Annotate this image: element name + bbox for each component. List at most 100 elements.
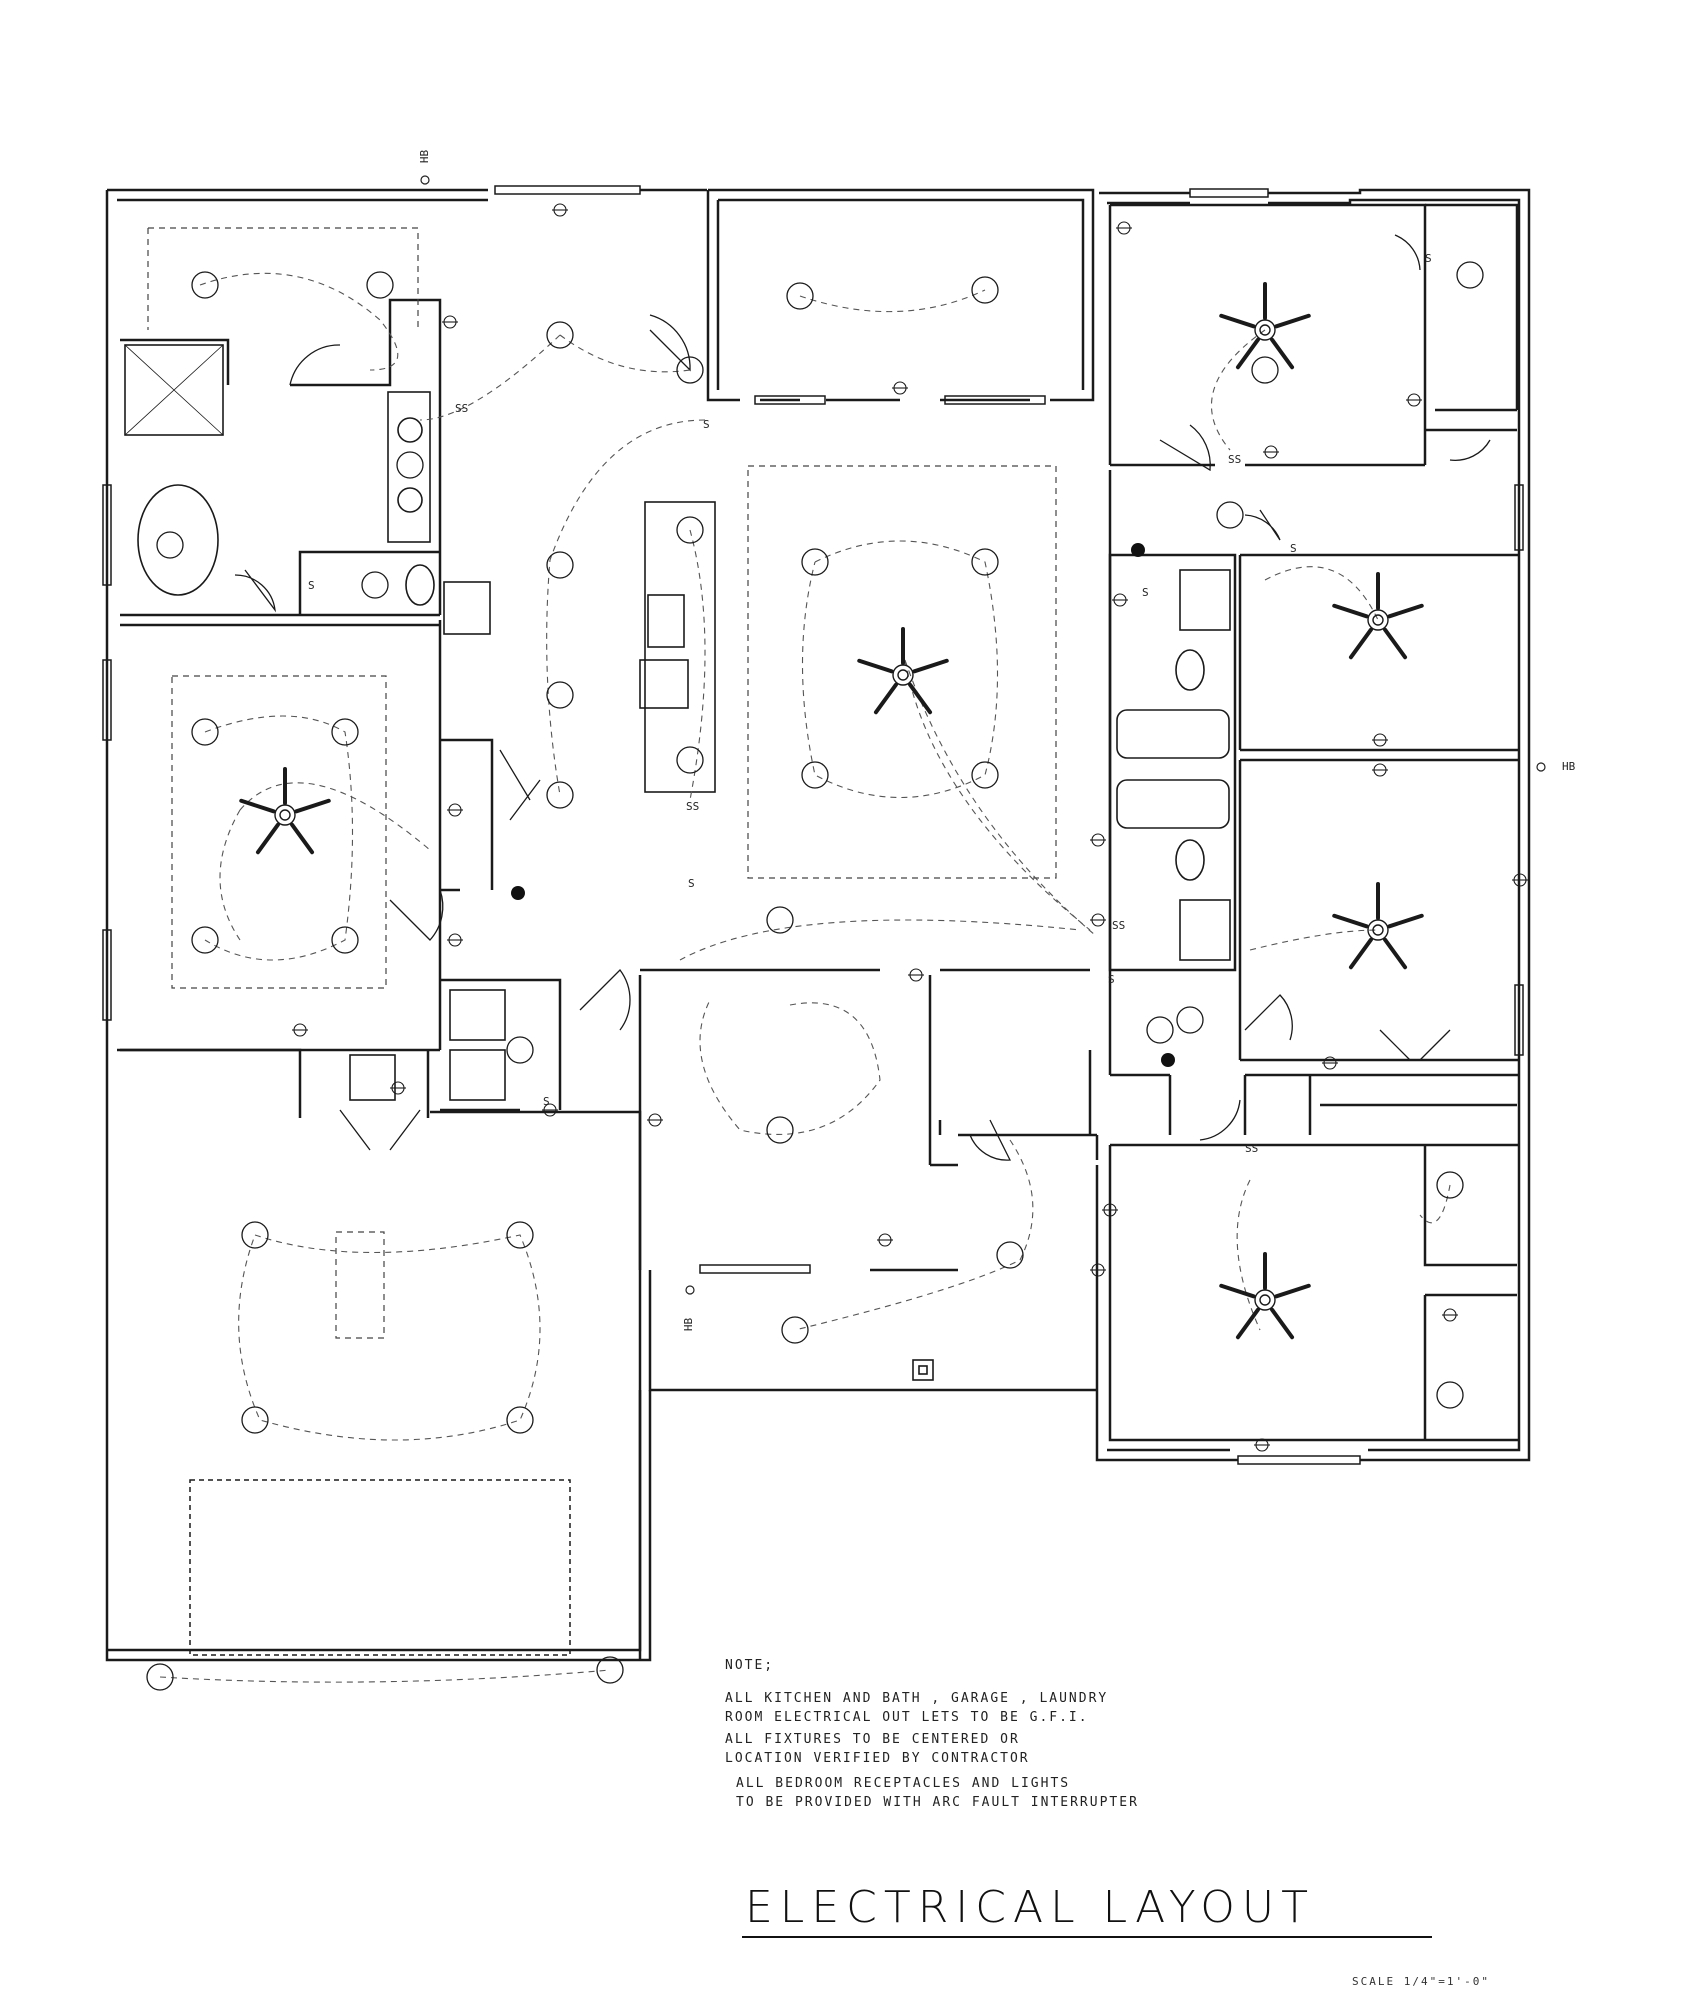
door-swing — [389, 889, 444, 941]
receptacle-icon — [390, 1081, 406, 1095]
door-swing — [1449, 439, 1491, 461]
light-fixture-icon — [676, 356, 704, 384]
toilet — [405, 564, 435, 606]
light-fixture-icon — [146, 1663, 174, 1691]
light-fixture-icon — [786, 282, 814, 310]
light-fixture-icon — [676, 746, 704, 774]
light-fixture-icon — [156, 531, 184, 559]
light-fixture-icon — [506, 1221, 534, 1249]
receptacle-icon — [1372, 733, 1388, 747]
kitchen-island — [644, 501, 716, 793]
scale-label: SCALE 1/4"=1'-0" — [1352, 1975, 1490, 1988]
door-swing — [1379, 1029, 1451, 1061]
window — [102, 929, 112, 1021]
pantry-walls — [440, 738, 494, 892]
door-swing — [339, 1109, 421, 1151]
door-swing — [1244, 994, 1293, 1041]
window — [102, 484, 112, 586]
bedroom3-walls — [1238, 553, 1519, 752]
master-tub — [137, 484, 219, 596]
range — [443, 581, 491, 635]
light-fixture-icon — [1436, 1171, 1464, 1199]
ceiling-fan-icon — [857, 627, 949, 715]
shower — [124, 344, 224, 436]
light-fixture-icon — [1146, 1016, 1174, 1044]
window — [754, 395, 826, 405]
light-fixture-icon — [781, 1316, 809, 1344]
bedroom5-walls — [1108, 1143, 1519, 1442]
light-fixture-icon — [996, 1241, 1024, 1269]
door-swing — [1159, 424, 1211, 472]
smoke-detector — [1161, 1053, 1175, 1067]
receptacle-icon — [442, 315, 458, 329]
wire — [679, 919, 1081, 961]
bedroom4-walls — [1238, 758, 1519, 1062]
light-fixture-icon — [546, 551, 574, 579]
wire — [238, 1234, 541, 1441]
receptacle-icon — [447, 803, 463, 817]
note-line: ALL KITCHEN AND BATH , GARAGE , LAUNDRY — [725, 1691, 1109, 1706]
dryer — [449, 1049, 506, 1101]
receptacle-icon — [1102, 1203, 1118, 1217]
tray-ceiling-living — [747, 465, 1057, 879]
switch-symbol: SS — [686, 800, 699, 813]
light-fixture-icon — [971, 276, 999, 304]
note-heading: NOTE; — [725, 1658, 775, 1673]
light-fixture-icon — [971, 761, 999, 789]
wire — [546, 419, 706, 796]
light-fixture-icon — [546, 321, 574, 349]
light-fixture-icon — [366, 271, 394, 299]
wire — [802, 540, 998, 799]
wire — [689, 529, 706, 801]
note-line: ALL BEDROOM RECEPTACLES AND LIGHTS — [736, 1776, 1071, 1791]
water-heater — [349, 1054, 396, 1101]
exterior-wall — [105, 188, 1531, 1662]
window — [1189, 188, 1269, 198]
wire — [794, 1139, 1034, 1331]
light-fixture-icon — [1456, 261, 1484, 289]
switch-symbol: S — [688, 877, 695, 890]
receptacle-icon — [1263, 445, 1279, 459]
receptacle-icon — [1406, 393, 1422, 407]
switch-symbol: SS — [1228, 453, 1241, 466]
attic-access — [335, 1231, 385, 1339]
hose-bib-icon — [1536, 762, 1546, 772]
light-fixture-icon — [971, 548, 999, 576]
light-fixture-icon — [801, 548, 829, 576]
window — [1237, 1455, 1361, 1465]
light-fixture-icon — [191, 926, 219, 954]
light-fixture-icon — [1216, 501, 1244, 529]
receptacle-icon — [1090, 913, 1106, 927]
light-fixture-icon — [191, 271, 219, 299]
light-fixture-icon — [546, 681, 574, 709]
tray-ceiling-master — [171, 675, 387, 989]
light-fixture-icon — [801, 761, 829, 789]
light-fixture-icon — [361, 571, 389, 599]
receptacle-icon — [1442, 1308, 1458, 1322]
switch-symbol: S — [1290, 542, 1297, 555]
ceiling-fan-icon — [1332, 882, 1424, 970]
switch-symbol: S — [1142, 586, 1149, 599]
receptacle-icon — [1254, 1438, 1270, 1452]
title-underline — [742, 1936, 1432, 1938]
window — [1514, 484, 1524, 551]
window — [1514, 984, 1524, 1056]
light-fixture-icon — [766, 1116, 794, 1144]
note-line: TO BE PROVIDED WITH ARC FAULT INTERRUPTE… — [736, 1795, 1139, 1810]
vanity — [387, 391, 431, 543]
shower-x — [124, 344, 224, 436]
light-fixture-icon — [596, 1656, 624, 1684]
window — [494, 185, 641, 195]
receptacle-icon — [542, 1103, 558, 1117]
switch-symbol: S — [1425, 252, 1432, 265]
covered-room-inner — [716, 198, 1085, 390]
switch-symbol: SS — [1245, 1142, 1258, 1155]
light-fixture-icon — [241, 1221, 269, 1249]
wire — [904, 659, 1096, 936]
master-suite-walls — [120, 620, 442, 1052]
light-fixture-icon — [506, 1036, 534, 1064]
door-swing — [649, 314, 691, 372]
tub — [1116, 779, 1230, 829]
bedroom2-closet — [1425, 203, 1519, 432]
dishwasher — [639, 659, 689, 709]
